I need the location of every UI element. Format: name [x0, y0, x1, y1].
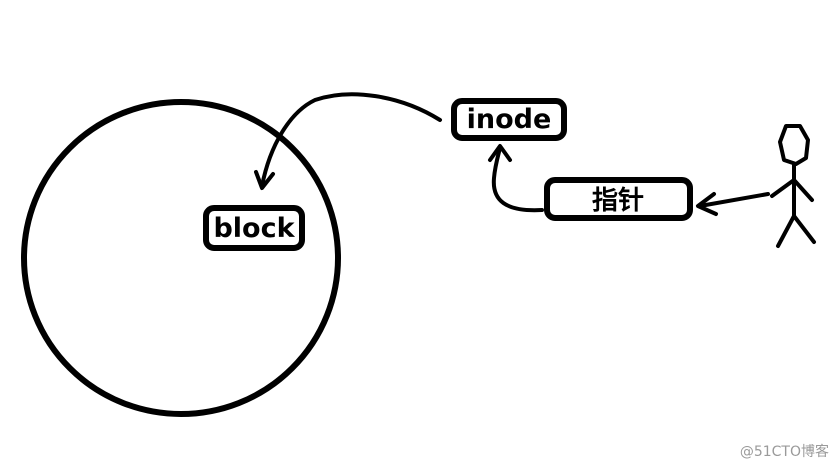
inode-node: inode	[451, 98, 567, 141]
arrow-inode-to-block-line	[260, 92, 442, 188]
arrow-inode-to-block-head	[254, 170, 275, 190]
arrow-pointer-to-inode	[488, 144, 544, 213]
storage-circle	[21, 99, 341, 417]
arrow-person-to-pointer	[696, 192, 770, 216]
pointer-node-box	[544, 177, 693, 221]
stick-figure-head	[778, 124, 810, 166]
arrow-inode-to-block	[254, 92, 442, 190]
pointer-node: 指针	[544, 177, 693, 221]
stick-figure	[770, 124, 816, 248]
arrow-pointer-to-inode-head	[488, 144, 512, 162]
inode-node-label: inode	[467, 104, 552, 135]
block-node-box	[203, 205, 305, 251]
block-node: block	[203, 205, 305, 251]
arrow-pointer-to-inode-line	[491, 146, 544, 213]
arrow-person-to-pointer-head	[696, 192, 718, 216]
stick-figure-legs	[776, 214, 816, 248]
inode-node-box	[451, 98, 567, 141]
block-node-label: block	[213, 213, 295, 244]
pointer-node-label: 指针	[592, 186, 644, 216]
stick-figure-arms	[770, 178, 814, 202]
arrow-person-to-pointer-line	[698, 192, 770, 208]
watermark: @51CTO博客	[739, 444, 829, 460]
